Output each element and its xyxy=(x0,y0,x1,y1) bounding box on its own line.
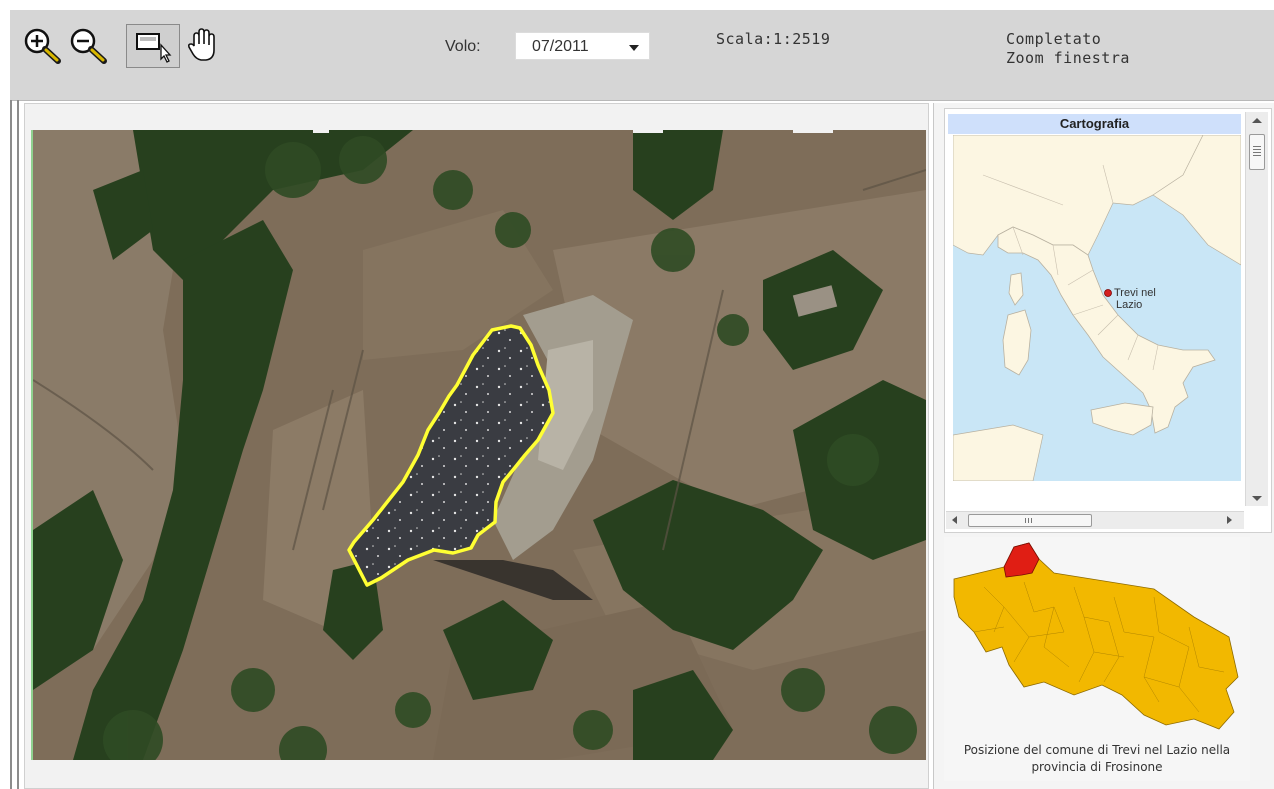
zoom-in-icon[interactable] xyxy=(22,26,64,66)
horizontal-scrollbar[interactable] xyxy=(946,511,1244,529)
frame-rail xyxy=(10,100,12,789)
location-marker-icon xyxy=(1104,289,1112,297)
province-locator: Posizione del comune di Trevi nel Lazio … xyxy=(944,537,1250,781)
province-caption-line2: provincia di Frosinone xyxy=(1031,760,1163,774)
vertical-scrollbar-thumb[interactable] xyxy=(1249,134,1265,170)
municipality-highlight xyxy=(1003,542,1040,578)
vertical-scrollbar[interactable] xyxy=(1245,112,1268,506)
aerial-photo xyxy=(33,130,926,760)
scale-readout: Scala:1:2519 xyxy=(716,30,831,48)
status-text: Completato Zoom finestra xyxy=(1006,30,1130,68)
selection-outline xyxy=(347,324,555,587)
horizontal-scrollbar-thumb[interactable] xyxy=(968,514,1092,527)
cartography-header: Cartografia xyxy=(948,114,1241,134)
zoom-out-icon[interactable] xyxy=(68,26,110,66)
pan-hand-icon[interactable] xyxy=(186,26,220,66)
province-caption-line1: Posizione del comune di Trevi nel Lazio … xyxy=(963,743,1231,757)
aerial-map-view[interactable] xyxy=(31,130,926,760)
province-shape xyxy=(953,542,1239,730)
status-line-completed: Completato xyxy=(1006,30,1102,48)
map-toolbar: Volo: 07/2011 Scala:1:2519 Completato Zo… xyxy=(10,10,1274,101)
province-caption: Posizione del comune di Trevi nel Lazio … xyxy=(944,742,1250,776)
italy-locator-map: Trevi nel Lazio xyxy=(953,135,1241,481)
flight-date-value: 07/2011 xyxy=(532,38,589,55)
scroll-right-arrow-icon[interactable] xyxy=(1227,516,1232,524)
scroll-down-arrow-icon[interactable] xyxy=(1252,496,1262,501)
marker-label-line2: Lazio xyxy=(1116,299,1142,311)
frame-rail xyxy=(17,100,19,789)
chevron-down-icon xyxy=(629,45,639,51)
marker-label-line1: Trevi nel xyxy=(1114,287,1156,299)
zoom-window-icon[interactable] xyxy=(126,24,180,68)
status-line-mode: Zoom finestra xyxy=(1006,49,1130,67)
flight-date-select[interactable]: 07/2011 xyxy=(515,32,650,60)
scroll-left-arrow-icon[interactable] xyxy=(952,516,957,524)
province-map xyxy=(944,537,1250,737)
flight-label: Volo: xyxy=(445,38,481,55)
scroll-up-arrow-icon[interactable] xyxy=(1252,118,1262,123)
